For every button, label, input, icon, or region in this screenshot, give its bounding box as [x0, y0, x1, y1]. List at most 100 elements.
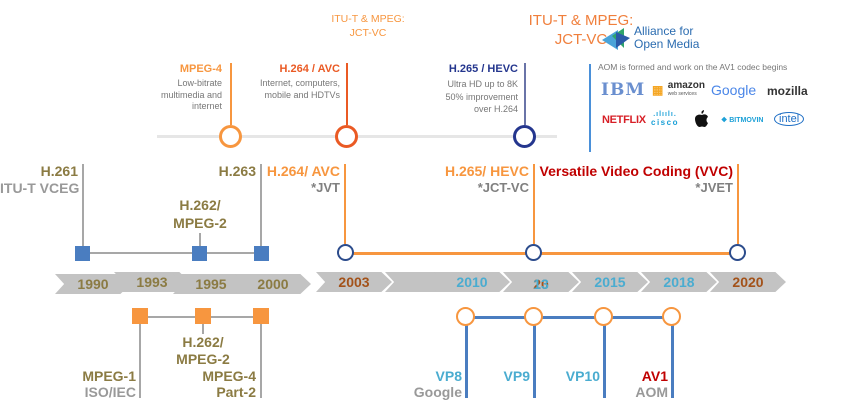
mpeg2-title: H.262/ MPEG-2 [176, 334, 230, 367]
vp10-stem [603, 325, 606, 398]
vp10-marker [594, 307, 613, 326]
h263-stem [260, 164, 262, 248]
vp8-org: Google [413, 384, 462, 400]
h264-jvt-org: *JVT [311, 180, 340, 195]
mpeg4-marker [219, 125, 242, 148]
aom-logo-text-1: Alliance for [634, 24, 694, 38]
mpeg2-marker [195, 308, 211, 324]
mpeg1-org: ISO/IEC [84, 384, 136, 400]
vp9-marker [524, 307, 543, 326]
cisco-logo: .ılıılı. cisco [651, 111, 679, 127]
h265-jct-title: H.265/ HEVC [444, 163, 529, 179]
h265-stem [524, 63, 526, 125]
desc-line: mobile and HDTVs [264, 89, 340, 100]
year-label: 2000 [257, 276, 289, 292]
h265-jct-marker [525, 244, 542, 261]
bitmovin-icon: ❖ [721, 117, 730, 124]
apple-logo-icon [695, 110, 709, 132]
year-label: 1990 [77, 276, 109, 292]
bitmovin-logo: ❖ BITMOVIN [721, 117, 764, 124]
mpeg1-stem [139, 324, 141, 398]
h261-org: ITU-T VCEG [0, 180, 80, 196]
cisco-bars-icon: .ılıılı. [653, 111, 677, 118]
h261-title: H.261 [40, 163, 78, 179]
h261-stem [82, 164, 84, 248]
h265-title: H.265 / HEVC [448, 63, 518, 75]
mpeg1-title: MPEG-1 [82, 368, 136, 384]
amazon-logo-subtext: web services [667, 91, 697, 97]
aom-logo: Alliance for Open Media [600, 24, 710, 54]
h262-marker [192, 246, 207, 261]
vvc-title: Versatile Video Coding (VVC) [539, 163, 733, 179]
vp9-title: VP9 [503, 368, 530, 384]
vvc-stem [737, 164, 739, 244]
mpeg4-desc: Low-bitrate multimedia and internet [140, 78, 222, 113]
h262-title: H.262/ MPEG-2 [173, 197, 227, 231]
desc-line: Ultra HD up to 8K [447, 79, 518, 89]
aom-logo-icon [602, 28, 630, 50]
mpeg4-part2-title: MPEG-4 [202, 368, 256, 384]
h264-marker [335, 125, 358, 148]
cisco-logo-text: cisco [651, 118, 679, 127]
av1-org: AOM [635, 384, 668, 400]
year-label-part: 20 [533, 276, 549, 292]
av1-title: AV1 [641, 368, 668, 384]
h264-title: H.264 / AVC [279, 63, 340, 75]
h265-jct-org: *JCT-VC [477, 180, 529, 195]
vp8-marker [456, 307, 475, 326]
jvt-timeline-axis [346, 252, 738, 255]
mozilla-logo: mozilla [767, 84, 808, 98]
year-chevron: 2010 [434, 272, 510, 292]
aom-desc: AOM is formed and work on the AV1 codec … [598, 62, 788, 72]
year-label: 2015 [594, 274, 626, 290]
h263-marker [254, 246, 269, 261]
h262-stem [199, 233, 201, 247]
h265-marker [513, 125, 536, 148]
vp9-stem [533, 325, 536, 398]
vp10-title: VP10 [565, 368, 600, 384]
desc-line: multimedia and [160, 89, 222, 100]
year-chevron: 2003 [316, 272, 392, 292]
vp8-stem [465, 325, 468, 398]
year-label: 2018 [663, 274, 695, 290]
year-label: 2003 [338, 274, 370, 290]
h264-jvt-marker [337, 244, 354, 261]
av1-marker [662, 307, 681, 326]
h264-stem [346, 63, 348, 125]
year-label: 1993 [136, 274, 168, 290]
year-chevron: 1995 [173, 274, 249, 294]
year-label: 2010 [456, 274, 488, 290]
intel-logo: intel [774, 112, 805, 126]
h263-title: H.263 [218, 163, 256, 179]
itu-timeline-axis [83, 252, 263, 254]
year-chevron: 1990 [55, 274, 131, 294]
desc-line: over H.264 [473, 104, 518, 114]
amazon-logo-text: amazon [667, 80, 706, 91]
year-label: 1995 [195, 276, 227, 292]
desc-line: Internet, computers, [259, 78, 340, 88]
vp8-title: VP8 [435, 368, 462, 384]
mpeg4-part2-marker [253, 308, 269, 324]
vvc-marker [729, 244, 746, 261]
mpeg4-part2-part: Part-2 [216, 384, 256, 400]
jct-vc-group-label-1: ITU-T & MPEG: JCT-VC [331, 13, 405, 39]
open-timeline-axis [466, 316, 672, 319]
desc-line: Low-bitrate [177, 78, 222, 88]
desc-line: internet [191, 101, 222, 111]
mpeg4-part2-stem [260, 324, 262, 398]
year-chevron: 2015 [572, 272, 648, 292]
av1-stem [671, 325, 674, 398]
h261-marker [75, 246, 90, 261]
ibm-logo: IBM [601, 80, 646, 100]
h265-desc: Ultra HD up to 8K 50% improvement over H… [420, 78, 518, 116]
amazon-logo: ▦ amazon web services [652, 81, 705, 99]
vvc-org: *JVET [695, 180, 733, 195]
mpeg4-title: MPEG-4 [179, 63, 222, 75]
year-label-part: 13 [533, 276, 549, 292]
year-chevron: 2020 [710, 272, 786, 292]
jct-vc-group-label-2: ITU-T & MPEG: JCT-VC [528, 12, 634, 48]
h265-jct-stem [533, 164, 535, 244]
google-logo: Google [711, 82, 757, 98]
aom-logo-text-2: Open Media [634, 37, 700, 51]
